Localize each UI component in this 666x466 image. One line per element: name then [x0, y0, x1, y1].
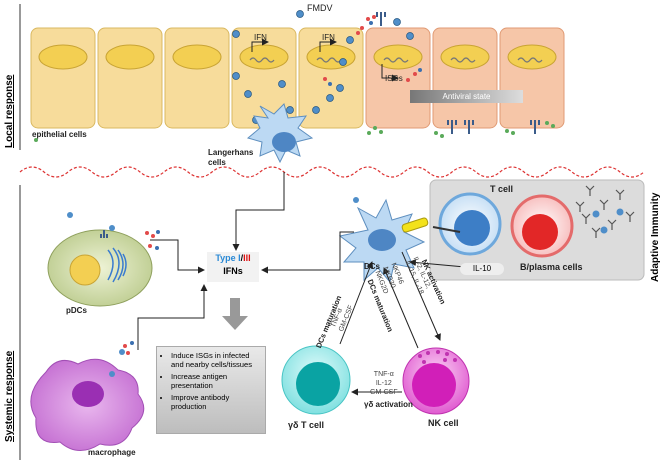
ifn-label-1: IFN [254, 33, 267, 42]
nk-cell-label: NK cell [428, 418, 459, 428]
antiviral-state-bar: Antiviral state [410, 90, 523, 103]
gene-symbols [249, 57, 543, 63]
pdcs-label: pDCs [66, 306, 87, 315]
macrophage-cell [30, 358, 145, 451]
langerhans-cell [246, 103, 314, 164]
ifn-effects-box: Induce ISGs in infected and nearby cells… [156, 346, 266, 434]
type-i-text: Type I [215, 253, 241, 263]
pdc-viruses [67, 212, 115, 231]
neutralized-viruses [592, 208, 624, 234]
fmdv-label: FMDV [307, 3, 333, 13]
adaptive-immunity-label: Adaptive Immunity [650, 192, 661, 282]
macrophage-dots [123, 341, 134, 355]
ifn-arrow-1 [251, 38, 269, 52]
macrophage-viruses [109, 349, 125, 377]
type-sep-text: / [240, 253, 244, 263]
cyto-bottom-2: IL-12 [375, 380, 392, 387]
cytokine-dots [34, 15, 555, 142]
antibodies [575, 185, 635, 238]
pdc-dots [145, 230, 160, 250]
local-response-label: Local response [4, 74, 15, 148]
t-dc-synapse [432, 226, 461, 233]
gd-activation-label: γδ activation [364, 400, 413, 409]
macrophage-arrow [137, 284, 208, 350]
gd-dc-arrow [339, 261, 374, 345]
macrophage-label: macrophage [88, 448, 136, 457]
dc-nk-arrow [401, 251, 441, 341]
isgs-arrow [381, 64, 399, 82]
cyto-bottom-1: TNF-α [373, 371, 394, 378]
cyto-bottom-group: TNF-α IL-12 GM-CSF [370, 370, 398, 397]
epithelial-label: epithelial cells [32, 130, 87, 139]
nk-dc-arrow [383, 267, 419, 349]
pdc-cell [47, 229, 153, 307]
dc-virus [353, 197, 359, 203]
ifns-text: IFNs [223, 266, 243, 276]
dc-cell [338, 198, 429, 284]
ifn-arrow-2 [319, 38, 337, 52]
isgs-label: ISGs [385, 74, 403, 83]
cyto-bottom-3: GM-CSF [370, 389, 398, 396]
tissue-boundary [19, 166, 645, 178]
langerhans-arrow [232, 172, 285, 251]
effect-item: Increase antigen presentation [171, 372, 261, 390]
gd-t-cell [281, 345, 351, 415]
dc-arrow [261, 231, 354, 274]
nk-cell [402, 347, 470, 415]
effect-item: Induce ISGs in infected and nearby cells… [171, 351, 261, 369]
t-cell-label: T cell [490, 184, 514, 194]
type-ifn-box: Type I/III IFNs [207, 252, 259, 282]
dcs-label: DCs [364, 262, 381, 271]
ifn-label-2: IFN [322, 33, 335, 42]
gd-t-cell-label: γδ T cell [288, 420, 324, 430]
type-iii-text: III [243, 253, 251, 263]
b-cell [510, 194, 574, 258]
langerhans-label: Langerhans cells [208, 148, 254, 167]
t-cell [438, 192, 502, 256]
systemic-response-label: Systemic response [4, 350, 15, 442]
b-cell-label: B/plasma cells [520, 262, 583, 272]
ifn-down-arrow [222, 298, 248, 330]
il10-badge: IL-10 [460, 263, 504, 275]
pdc-arrow [150, 239, 205, 274]
effect-item: Improve antibody production [171, 393, 261, 411]
epithelial-cell-row [30, 27, 565, 129]
receptors [376, 12, 540, 134]
